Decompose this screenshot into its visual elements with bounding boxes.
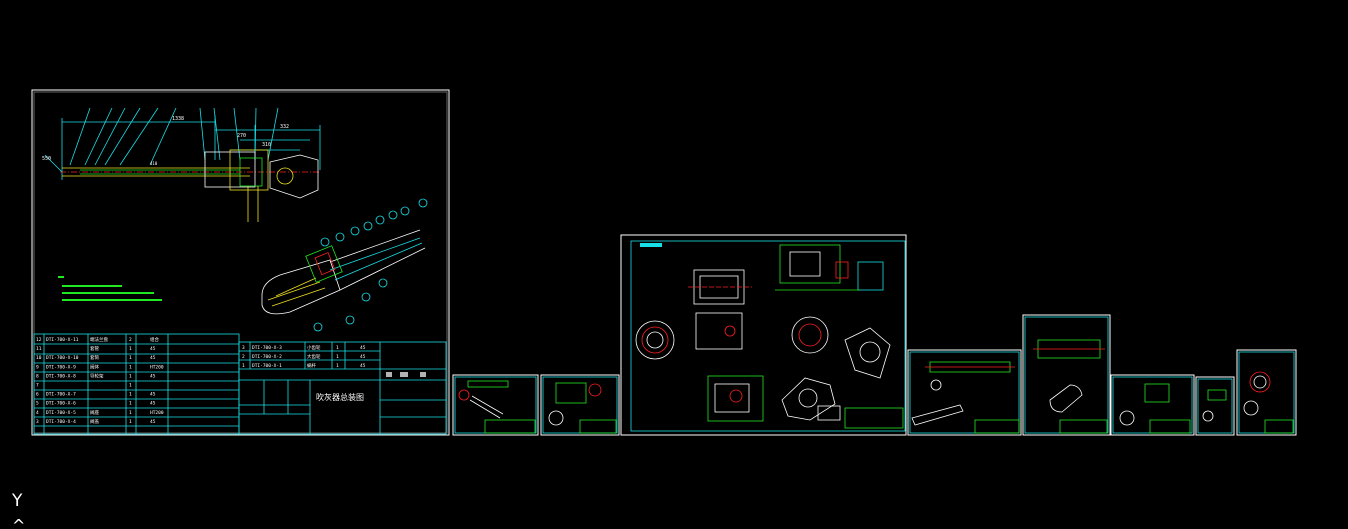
upper-row-code: DTI-700-X-2 (252, 354, 282, 360)
parts-row-material: 组合 (150, 336, 159, 343)
dim-332: 332 (280, 124, 289, 130)
parts-row-qty: 1 (129, 401, 132, 407)
parts-row-name: 端法兰盘 (90, 336, 108, 343)
parts-row-no: 10 (36, 355, 42, 361)
parts-row-no: 11 (36, 346, 42, 352)
parts-row-no: 12 (36, 337, 42, 343)
parts-row-material: 45 (150, 419, 156, 425)
dim-550: 550 (42, 156, 51, 162)
dim-310: 310 (262, 142, 271, 148)
upper-row-no: 1 (242, 363, 245, 369)
parts-row-name: 阀盖 (90, 418, 99, 425)
part-sheet-small-a[interactable] (1110, 374, 1195, 436)
parts-row-no: 5 (36, 401, 39, 407)
parts-row-qty: 1 (129, 419, 132, 425)
parts-row-material: 45 (150, 392, 156, 398)
parts-row-qty: 1 (129, 373, 132, 379)
parts-row-no: 7 (36, 383, 39, 389)
parts-row-qty: 1 (129, 364, 132, 370)
part-sheet-1[interactable] (452, 374, 539, 436)
part-sheet-valve-body[interactable] (620, 234, 907, 436)
dim-410: 410 (150, 161, 158, 166)
upper-row-code: DTI-700-X-3 (252, 345, 282, 351)
parts-row-material: 45 (150, 373, 156, 379)
upper-row-code: DTI-700-X-1 (252, 363, 282, 369)
upper-row-no: 2 (242, 354, 245, 360)
valve-view-bottom (707, 375, 904, 429)
valve-view-top-right (775, 244, 884, 291)
upper-row-material: 45 (360, 363, 366, 369)
parts-row-material: 45 (150, 401, 156, 407)
part-sheet-sleeve[interactable] (1022, 314, 1111, 436)
dim-1338: 1338 (172, 116, 184, 122)
upper-row-name: 小齿轮 (307, 344, 321, 351)
parts-row-no: 9 (36, 364, 39, 370)
ucs-icon: Y ^ (11, 491, 25, 529)
parts-row-name: 阀座 (90, 409, 99, 416)
parts-row-no: 8 (36, 373, 39, 379)
parts-row-no: 3 (36, 419, 39, 425)
upper-row-material: 45 (360, 354, 366, 360)
parts-row-qty: 1 (129, 346, 132, 352)
upper-row-qty: 1 (336, 363, 339, 369)
part-sheet-2[interactable] (540, 374, 620, 436)
isometric-section-view (261, 198, 428, 332)
upper-row-qty: 1 (336, 345, 339, 351)
parts-row-material: HT200 (150, 410, 164, 416)
parts-row-code: DTI-700-X-5 (46, 410, 76, 416)
soot-blower-lance: 550 410 (42, 149, 320, 222)
technical-requirements (58, 276, 162, 301)
parts-row-code: DTI-700-X-7 (46, 392, 76, 398)
parts-row-material: 45 (150, 355, 156, 361)
parts-row-material: 45 (150, 346, 156, 352)
parts-row-code: DTI-700-X-9 (46, 364, 76, 370)
part-sheet-small-b[interactable] (1195, 376, 1235, 436)
upper-row-material: 45 (360, 345, 366, 351)
parts-row-name: 套管 (90, 345, 99, 352)
upper-row-no: 3 (242, 345, 245, 351)
parts-row-code: DTI-700-X-8 (46, 373, 76, 379)
assembly-drawing-sheet[interactable]: 1338 270 332 310 (31, 89, 450, 436)
parts-row-qty: 1 (129, 383, 132, 389)
upper-row-name: 大齿轮 (307, 353, 321, 360)
parts-row-name: 阀体 (90, 363, 99, 370)
dim-270: 270 (237, 133, 246, 139)
parts-row-name: 导轮架 (90, 372, 104, 379)
parts-row-qty: 1 (129, 392, 132, 398)
parts-row-code: DTI-700-X-6 (46, 401, 76, 407)
parts-row-code: DTI-700-X-4 (46, 419, 76, 425)
parts-row-qty: 1 (129, 410, 132, 416)
valve-view-top-left (688, 269, 752, 305)
ucs-y-label: Y (11, 491, 23, 511)
parts-row-name: 套筒 (90, 354, 99, 361)
drawing-name: 吹灰器总装图 (316, 392, 364, 402)
valve-view-mid (635, 312, 891, 379)
parts-row-material: HT200 (150, 364, 164, 370)
part-balloons-top (69, 107, 279, 166)
parts-row-qty: 1 (129, 355, 132, 361)
parts-row-qty: 2 (129, 337, 132, 343)
ucs-arrow-icon: ^ (12, 516, 25, 529)
parts-row-code: DTI-700-X-11 (46, 337, 79, 343)
parts-row-no: 6 (36, 392, 39, 398)
part-sheet-gear[interactable] (1236, 349, 1297, 436)
part-sheet-shaft[interactable] (907, 349, 1022, 436)
parts-row-code: DTI-700-X-10 (46, 355, 79, 361)
parts-row-no: 4 (36, 410, 39, 416)
upper-row-qty: 1 (336, 354, 339, 360)
upper-row-name: 蜗杆 (307, 362, 316, 369)
